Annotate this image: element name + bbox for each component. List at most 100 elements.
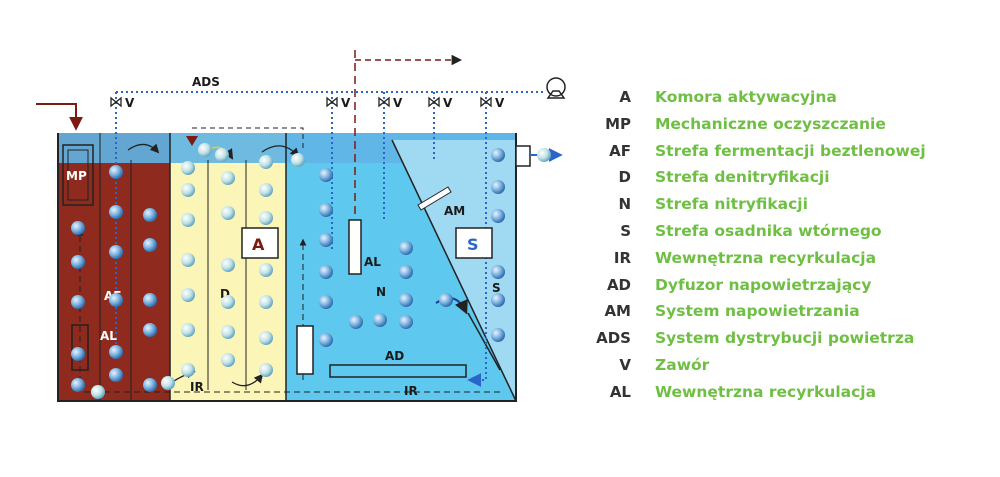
bubble (181, 288, 195, 302)
ir-top-line (192, 127, 304, 150)
bubble (399, 293, 413, 307)
bubble (221, 171, 235, 185)
valve-label-1: V (125, 96, 135, 110)
bubble (319, 203, 333, 217)
legend-abbr: AM (604, 302, 631, 321)
label-mp: MP (66, 169, 87, 183)
box-s (455, 227, 493, 259)
bubble (259, 155, 273, 169)
bubble (319, 233, 333, 247)
label-ad: AD (385, 349, 404, 363)
bubble (71, 378, 85, 392)
blower-icon (546, 77, 566, 97)
valve-label-3: V (393, 96, 403, 110)
bubble (491, 328, 505, 342)
label-s: S (492, 281, 501, 295)
airlift-n2 (296, 325, 314, 375)
settler-wall (391, 139, 517, 402)
flow-arrow (127, 143, 160, 154)
inlet-pipe (36, 103, 83, 131)
bubble (181, 323, 195, 337)
legend-row: ADS System dystrybucji powietrza (585, 329, 995, 356)
bubble (71, 221, 85, 235)
legend-desc: Zawór (655, 355, 710, 374)
bubble (399, 315, 413, 329)
bubble (109, 205, 123, 219)
legend-abbr: AL (609, 382, 631, 401)
label-al-n: AL (364, 255, 381, 269)
bubble (537, 148, 551, 162)
bubble (319, 333, 333, 347)
label-a: A (252, 235, 265, 254)
bubble (109, 165, 123, 179)
diffuser-ad (329, 364, 467, 378)
bubble (181, 213, 195, 227)
bubble (109, 368, 123, 382)
bubble (491, 293, 505, 307)
label-ads: ADS (192, 75, 220, 89)
valve-icon[interactable]: V (480, 96, 505, 110)
bubble (259, 363, 273, 377)
legend-abbr: MP (605, 114, 631, 133)
bubble (91, 385, 105, 399)
valve-icon[interactable]: V (378, 96, 403, 110)
bubble (181, 161, 195, 175)
bubble (491, 148, 505, 162)
valve-icon[interactable]: V (326, 96, 351, 110)
bubble (439, 293, 453, 307)
bubble (109, 293, 123, 307)
label-s-box: S (467, 235, 479, 254)
legend-desc: Wewnętrzna recyrkulacja (655, 382, 877, 401)
bubble (221, 206, 235, 220)
bubble (215, 148, 229, 162)
bubble (259, 331, 273, 345)
legend-abbr: V (619, 355, 631, 374)
legend-abbr: A (619, 88, 631, 106)
legend-abbr: D (618, 168, 631, 187)
bubble (71, 255, 85, 269)
valve-icon[interactable]: V (110, 96, 135, 110)
valve-icon[interactable]: V (428, 96, 453, 110)
box-a (241, 227, 279, 259)
bubble (491, 209, 505, 223)
air-bubbles (71, 143, 551, 399)
bubble (143, 323, 157, 337)
ir-bottom-line (76, 228, 500, 393)
legend-abbr: ADS (596, 329, 631, 348)
bubble (143, 378, 157, 392)
air-line-s (467, 92, 487, 387)
legend-abbr: AD (606, 275, 631, 294)
bubble (221, 295, 235, 309)
label-al-left: AL (100, 329, 117, 343)
bubble (319, 168, 333, 182)
flow-arrow (231, 373, 264, 387)
bubble (221, 258, 235, 272)
legend-desc: System dystrybucji powietrza (655, 329, 915, 348)
valve-label-5: V (495, 96, 505, 110)
blower-base (546, 90, 566, 99)
label-am: AM (444, 204, 465, 218)
bubble (71, 295, 85, 309)
bubble (491, 265, 505, 279)
bubble (71, 347, 85, 361)
legend-desc: Strefa denitryfikacji (655, 168, 830, 187)
valve-label-4: V (443, 96, 453, 110)
bubble (373, 313, 387, 327)
legend-desc: Wewnętrzna recyrkulacja (655, 248, 877, 267)
legend-row: D Strefa denitryfikacji (585, 168, 995, 195)
tank-outline (57, 133, 517, 402)
bubble (143, 208, 157, 222)
inlet-marker-icon (186, 136, 198, 146)
mp-screen (62, 144, 94, 206)
bubble (399, 241, 413, 255)
bubble (143, 238, 157, 252)
legend-desc: Mechaniczne oczyszczanie (655, 114, 886, 133)
legend-desc: Strefa fermentacji beztlenowej (655, 141, 926, 160)
bubble (143, 293, 157, 307)
